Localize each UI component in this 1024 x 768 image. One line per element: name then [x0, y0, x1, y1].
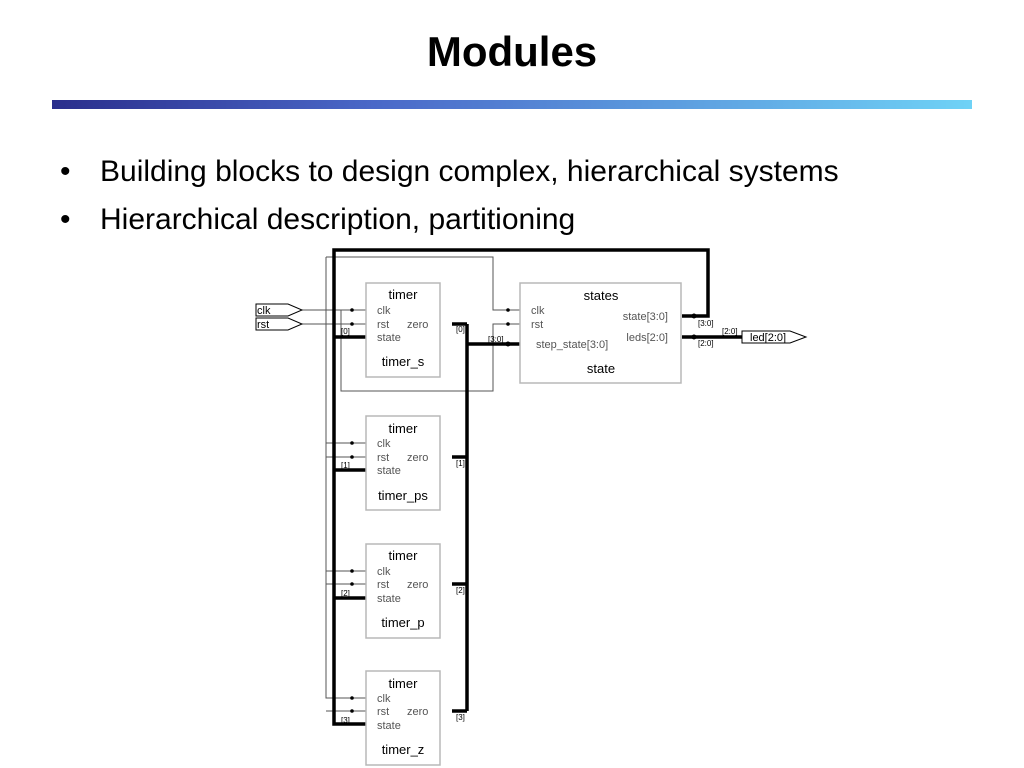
port-clk-label: clk	[531, 305, 545, 317]
output-label: led[2:0]	[750, 332, 786, 344]
leds-bus-label-top: [2:0]	[722, 327, 738, 336]
state-index-label: [3]	[341, 716, 350, 725]
state-index-label: [0]	[341, 327, 350, 336]
bullet-list: • Building blocks to design complex, hier…	[60, 148, 839, 244]
port-zero-label: zero	[407, 706, 428, 718]
output-port-led: led[2:0]	[741, 330, 808, 344]
port-rst-label: rst	[377, 706, 389, 718]
state-index-label: [2]	[341, 589, 350, 598]
step-state-bus-label: [3:0]	[488, 335, 504, 344]
port-rst-label: rst	[377, 579, 389, 591]
port-leds-label: leds[2:0]	[626, 332, 668, 344]
port-rst-label: rst	[377, 452, 389, 464]
states-type-label: states	[584, 288, 619, 303]
input-port-rst: rst	[255, 317, 304, 331]
instance-name: timer_s	[382, 354, 425, 369]
timer-block: timer clk rst zero state timer_ps	[365, 415, 441, 511]
bullet-item: • Building blocks to design complex, hier…	[60, 148, 839, 196]
pin-dots	[350, 308, 697, 713]
timer-type-label: timer	[389, 287, 419, 302]
port-zero-label: zero	[407, 319, 428, 331]
port-state-label: state	[377, 720, 401, 732]
timer-type-label: timer	[389, 548, 419, 563]
bus-wiring	[332, 248, 742, 726]
port-zero-label: zero	[407, 452, 428, 464]
timer-type-label: timer	[389, 676, 419, 691]
port-clk-label: clk	[377, 693, 391, 705]
zero-index-label: [2]	[456, 586, 465, 595]
port-state-label: state	[377, 465, 401, 477]
leds-bus-label-bottom: [2:0]	[698, 339, 714, 348]
bullet-dot: •	[60, 155, 71, 188]
port-state-label: state	[377, 593, 401, 605]
instance-name: timer_p	[381, 615, 424, 630]
port-step-state-label: step_state[3:0]	[536, 339, 608, 351]
port-rst-label: rst	[377, 319, 389, 331]
port-clk-label: clk	[377, 305, 391, 317]
state-bus-label: [3:0]	[698, 319, 714, 328]
instance-name: timer_z	[382, 742, 425, 757]
instance-name: timer_ps	[378, 488, 428, 503]
state-index-label: [1]	[341, 461, 350, 470]
zero-index-label: [3]	[456, 713, 465, 722]
port-clk-label: clk	[377, 566, 391, 578]
input-label-rst: rst	[257, 319, 269, 331]
port-zero-label: zero	[407, 579, 428, 591]
states-instance-name: state	[587, 361, 615, 376]
zero-index-label: [1]	[456, 459, 465, 468]
states-block: states clk rst step_state[3:0] state[3:0…	[519, 282, 682, 384]
timer-block: timer clk rst zero state timer_z	[365, 670, 441, 766]
port-clk-label: clk	[377, 438, 391, 450]
port-state-out-label: state[3:0]	[623, 311, 668, 323]
port-state-label: state	[377, 332, 401, 344]
bus-index-labels: [0] [1] [2] [3] [0] [1] [2] [3] [3:0] [3…	[341, 319, 738, 725]
timer-block: timer clk rst zero state timer_p	[365, 543, 441, 639]
bullet-text: Hierarchical description, partitioning	[100, 203, 576, 236]
slide-title: Modules	[426, 28, 598, 75]
title-divider	[52, 100, 972, 109]
timer-type-label: timer	[389, 421, 419, 436]
bullet-dot: •	[60, 203, 71, 236]
timer-block: timer clk rst zero state timer_s	[365, 282, 441, 378]
bullet-item: • Hierarchical description, partitioning	[60, 196, 839, 244]
input-label-clk: clk	[257, 305, 271, 317]
port-rst-label: rst	[531, 319, 543, 331]
bullet-text: Building blocks to design complex, hiera…	[100, 155, 839, 188]
zero-index-label: [0]	[456, 325, 465, 334]
input-port-clk: clk	[255, 303, 304, 317]
